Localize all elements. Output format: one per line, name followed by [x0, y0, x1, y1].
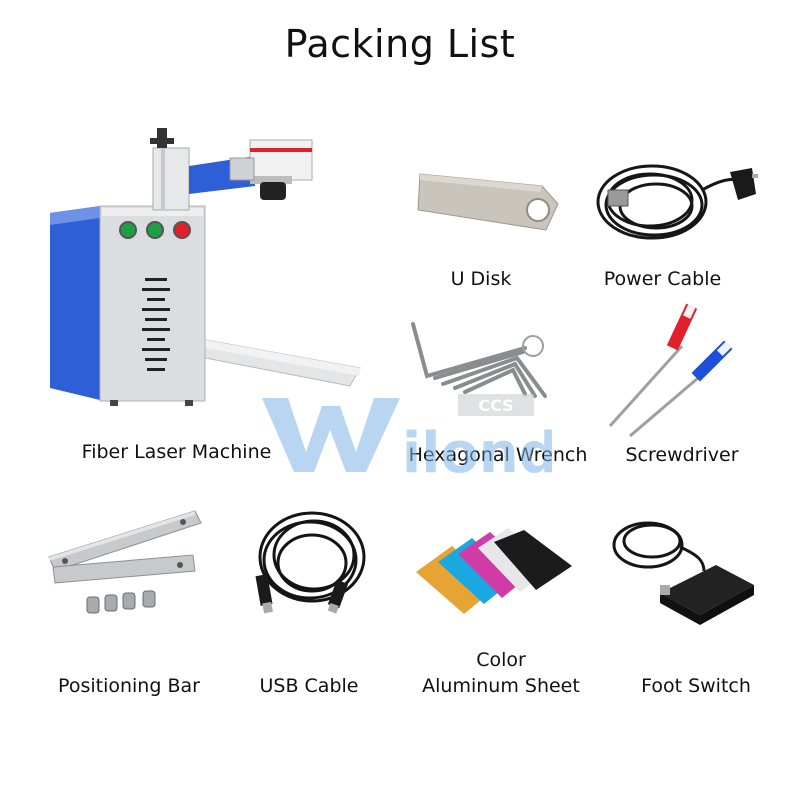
u-disk-image [417, 173, 559, 231]
color-aluminum-sheet-label-line2: Aluminum Sheet [422, 675, 580, 697]
hexagonal-wrench-image [411, 322, 547, 398]
fiber-laser-machine-image [50, 128, 361, 406]
power-cable-label: Power Cable [603, 268, 722, 290]
foot-switch-label: Foot Switch [641, 675, 751, 697]
usb-cable-image [255, 511, 366, 614]
hexagonal-wrench-label: Hexagonal Wrench [408, 444, 588, 466]
screwdriver-label: Screwdriver [625, 444, 739, 466]
color-aluminum-sheet-image [416, 528, 572, 614]
page-title: Packing List [284, 22, 516, 66]
watermark-badge: CCS [478, 396, 513, 415]
usb-cable-label: USB Cable [259, 675, 359, 697]
power-cable-image [596, 164, 758, 240]
u-disk-label: U Disk [450, 268, 512, 290]
positioning-bar-label: Positioning Bar [58, 675, 200, 697]
watermark-text: ilond [402, 421, 552, 477]
fiber-laser-machine-label: Fiber Laser Machine [81, 441, 272, 463]
foot-switch-image [612, 521, 754, 625]
watermark-badge-shape [458, 394, 534, 416]
watermark-logo: CCS ilond [262, 394, 552, 477]
screwdriver-image [608, 303, 733, 438]
positioning-bar-image [48, 510, 202, 614]
color-aluminum-sheet-label-line1: Color [476, 649, 526, 671]
